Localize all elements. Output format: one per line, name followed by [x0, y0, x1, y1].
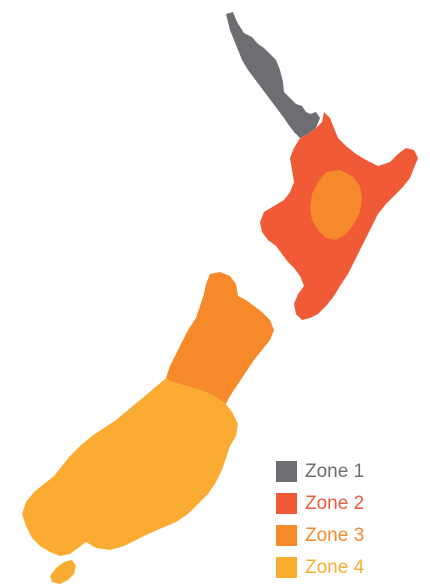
legend-item-zone-3: Zone 3 — [276, 519, 364, 551]
zone-2-swatch — [276, 492, 297, 514]
zone-4-swatch — [276, 556, 297, 578]
zone-1-region — [226, 12, 320, 138]
zone-3-swatch — [276, 524, 297, 546]
legend-item-zone-1: Zone 1 — [276, 455, 364, 487]
zone-2-label: Zone 2 — [305, 492, 365, 514]
zone-1-swatch — [276, 460, 297, 482]
legend-item-zone-2: Zone 2 — [276, 487, 364, 519]
zone-1-label: Zone 1 — [305, 460, 365, 482]
legend-item-zone-4: Zone 4 — [276, 551, 364, 583]
zone-4-region — [22, 378, 238, 556]
zone-4-stewart-island — [50, 560, 76, 584]
zone-3-south-region — [166, 272, 274, 404]
zone-3-label: Zone 3 — [305, 524, 365, 546]
zone-4-label: Zone 4 — [305, 556, 365, 578]
legend: Zone 1 Zone 2 Zone 3 Zone 4 — [276, 455, 364, 583]
zone-3-north-region — [310, 170, 362, 240]
